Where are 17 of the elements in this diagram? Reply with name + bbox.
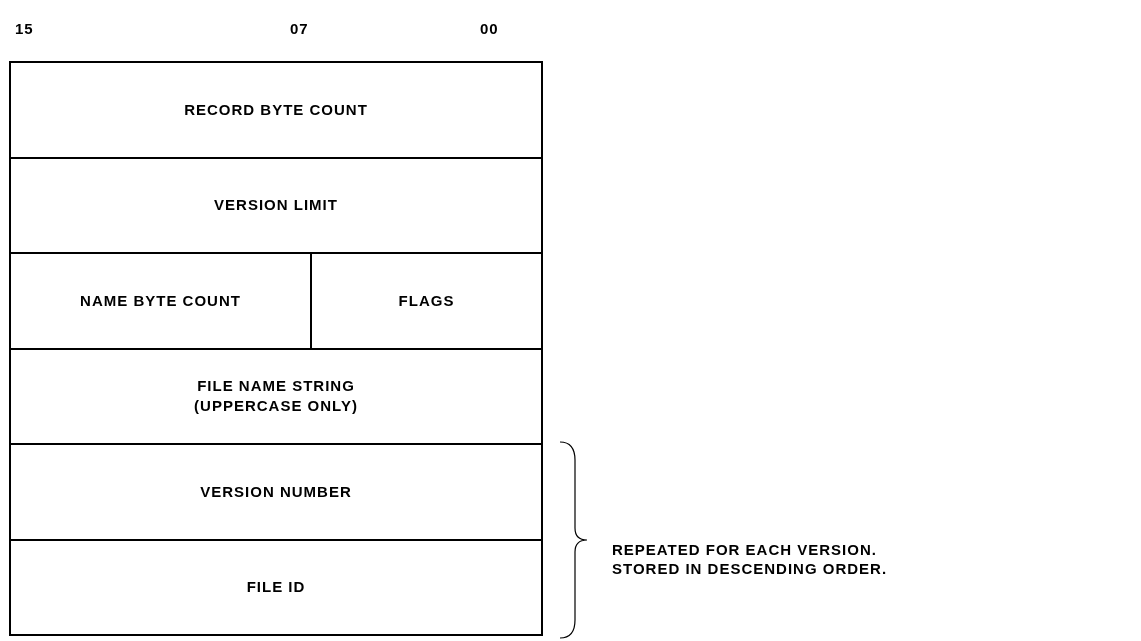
bit-number: 00 bbox=[480, 20, 499, 37]
field-cell bbox=[10, 253, 311, 349]
field-name: NAME BYTE COUNT bbox=[80, 290, 241, 311]
field-cell bbox=[10, 444, 542, 540]
field-cell bbox=[311, 253, 542, 349]
field-name: FILE ID bbox=[246, 577, 306, 598]
note: REPEATED FOR EACH VERSION. bbox=[612, 541, 877, 558]
field-name: VERSION LIMIT bbox=[214, 195, 338, 216]
field-cell bbox=[10, 348, 542, 444]
field-name: FILE NAME STRING (UPPERCASE ONLY) bbox=[193, 376, 359, 417]
note: STORED IN DESCENDING ORDER. bbox=[612, 560, 888, 577]
field-name: RECORD BYTE COUNT bbox=[184, 99, 368, 120]
bit-number: 07 bbox=[290, 20, 309, 37]
bit-number: 15 bbox=[15, 20, 34, 37]
field-cell bbox=[10, 157, 542, 253]
field-name: VERSION NUMBER bbox=[200, 481, 352, 502]
field-name: FLAGS bbox=[398, 290, 455, 311]
